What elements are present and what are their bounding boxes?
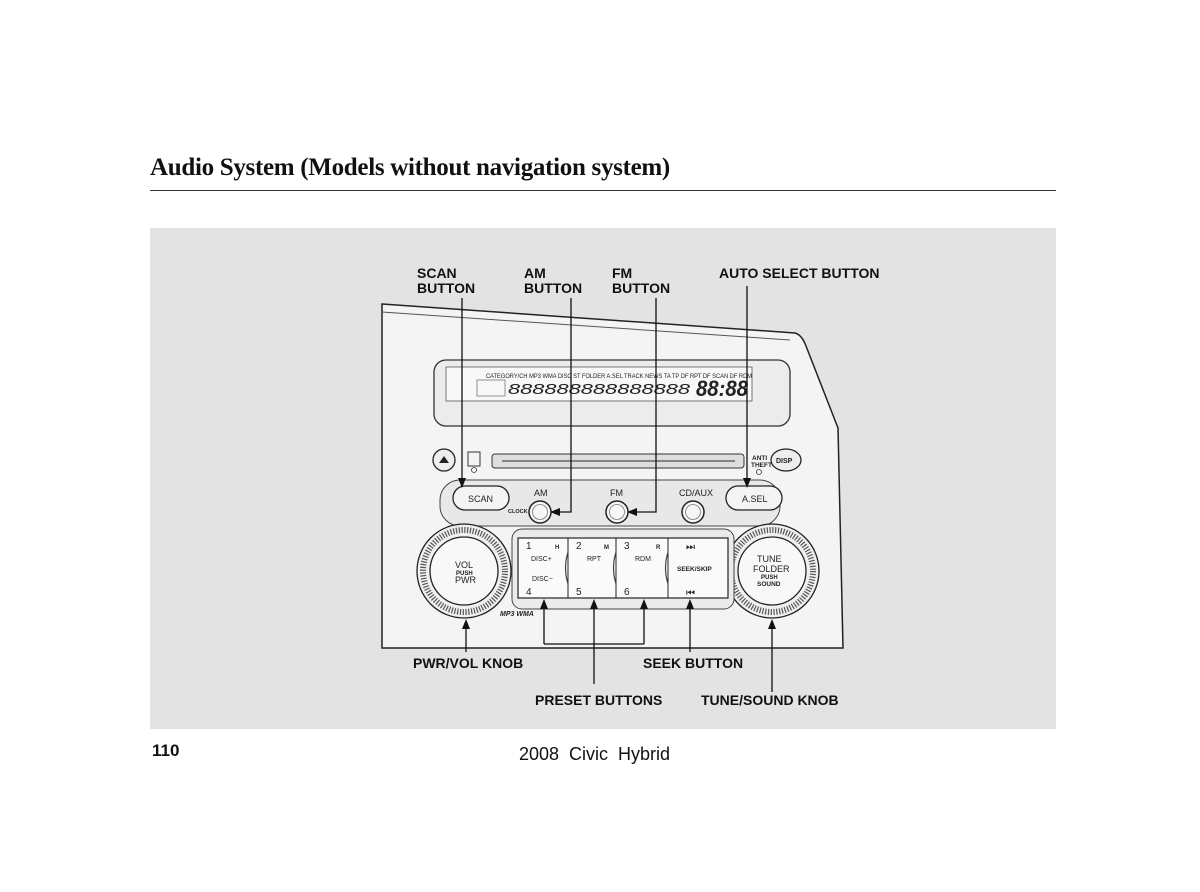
vol-knob-label-pwr: PWR	[455, 575, 476, 585]
am-callout-line-2: BUTTON	[524, 280, 583, 296]
cd-indicator	[471, 467, 477, 473]
tune-knob	[737, 536, 807, 606]
preset-1-label: 1	[526, 541, 532, 552]
am-button-callout: AM BUTTON	[524, 266, 582, 296]
display-indicators: CATEGORY/CH MP3 WMA DISC ST FOLDER A.SEL…	[486, 373, 752, 380]
anti-theft-indicator	[756, 469, 762, 475]
rdm-label: RDM	[635, 556, 651, 563]
seek-up-icon: ⏭	[686, 542, 695, 553]
title-divider	[150, 190, 1056, 191]
preset-3-sub: R	[656, 545, 661, 551]
mp3-wma-label: MP3 WMA	[500, 611, 534, 618]
preset-1-sub: H	[555, 545, 559, 551]
display-segments: 888888888888888	[508, 381, 691, 398]
preset-5-label: 5	[576, 587, 582, 598]
audio-unit-figure: CATEGORY/CH MP3 WMA DISC ST FOLDER A.SEL…	[150, 228, 1056, 729]
cd-icon	[467, 451, 481, 467]
page-title: Audio System (Models without navigation …	[150, 154, 670, 181]
scan-callout-line-2: BUTTON	[417, 280, 476, 296]
am-leader	[557, 298, 572, 513]
preset-2-sub: M	[604, 545, 609, 551]
seek-button-callout: SEEK BUTTON	[643, 655, 744, 671]
preset-4-label: 4	[526, 587, 532, 598]
unit-top-edge	[381, 311, 791, 341]
tune-knob-label-push: PUSH	[761, 575, 778, 581]
display-clock: 88:88	[696, 376, 749, 401]
preset-buttons-callout: PRESET BUTTONS	[535, 692, 663, 708]
fm-button-callout: FM BUTTON	[612, 266, 670, 296]
scan-label: SCAN	[468, 494, 493, 504]
a-sel-button	[725, 485, 783, 511]
footer-model-name: 2008 Civic Hybrid	[519, 744, 671, 764]
cd-aux-label: CD/AUX	[679, 488, 713, 498]
auto-select-button-callout: AUTO SELECT BUTTON	[719, 265, 880, 281]
disc-minus-label: DISC−	[532, 576, 553, 583]
seek-skip-label: SEEK/SKIP	[677, 566, 712, 573]
vol-knob-label-vol: VOL	[455, 560, 473, 570]
callout-leaders	[458, 286, 776, 692]
vol-knob-label-push: PUSH	[456, 571, 473, 577]
seek-down-icon: ⏮	[686, 588, 695, 599]
am-callout-line-1: AM	[524, 265, 546, 281]
disc-plus-label: DISC+	[531, 556, 552, 563]
tune-knob-label-folder: FOLDER	[753, 564, 790, 574]
eject-icon	[439, 456, 449, 463]
display-band-icons	[476, 379, 506, 397]
disp-label: DISP	[776, 458, 793, 465]
fm-callout-line-1: FM	[612, 265, 633, 281]
tune-knob-label-sound: SOUND	[757, 581, 781, 588]
tune-knob-label-tune: TUNE	[757, 554, 782, 564]
clock-label: CLOCK	[508, 509, 528, 515]
fm-label: FM	[610, 488, 623, 498]
vol-knob	[429, 536, 499, 606]
fm-callout-line-2: BUTTON	[612, 280, 671, 296]
disp-button	[770, 448, 802, 472]
display-screen	[445, 366, 753, 402]
rpt-label: RPT	[587, 556, 602, 563]
preset-3-label: 3	[624, 541, 630, 552]
page-number: 110	[152, 741, 180, 760]
anti-theft-label-2: THEFT	[751, 462, 772, 469]
tune-sound-knob-callout: TUNE/SOUND KNOB	[701, 692, 839, 708]
anti-theft-label-1: ANTI	[752, 455, 767, 462]
fm-leader	[634, 298, 657, 513]
a-sel-label: A.SEL	[742, 494, 768, 504]
scan-callout-line-1: SCAN	[417, 265, 457, 281]
scan-button	[452, 485, 510, 511]
preset-panel	[517, 537, 729, 599]
scan-button-callout: SCAN BUTTON	[417, 266, 475, 296]
pwr-vol-knob-callout: PWR/VOL KNOB	[413, 655, 524, 671]
audio-unit-illustration: CATEGORY/CH MP3 WMA DISC ST FOLDER A.SEL…	[381, 286, 844, 692]
preset-2-label: 2	[576, 541, 582, 552]
preset-6-label: 6	[624, 587, 630, 598]
am-label: AM	[534, 488, 548, 498]
